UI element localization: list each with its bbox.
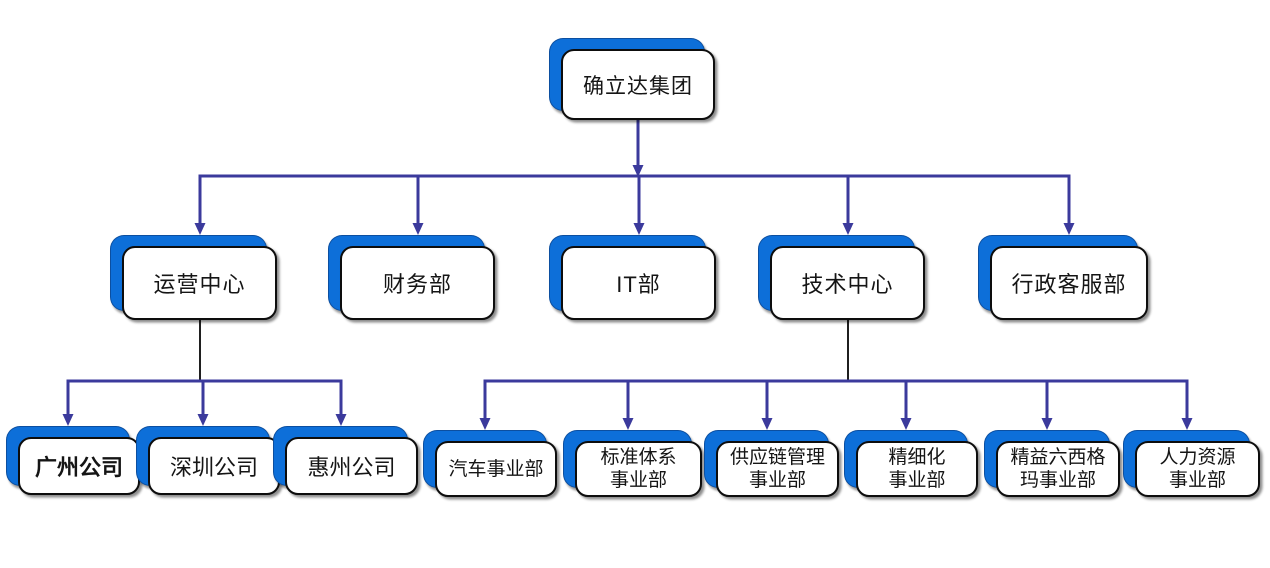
node-label: 确立达集团 (583, 74, 693, 98)
node-box: 确立达集团 (561, 49, 715, 120)
org-node-biaozhun: 标准体系 事业部 (563, 430, 702, 497)
node-box: 供应链管理 事业部 (716, 441, 839, 497)
node-label: 技术中心 (801, 272, 894, 297)
node-box: 运营中心 (122, 246, 277, 320)
org-node-renli: 人力资源 事业部 (1123, 430, 1260, 497)
node-label: 深圳公司 (169, 455, 258, 480)
node-box: 精益六西格 玛事业部 (996, 441, 1120, 497)
node-box: 深圳公司 (148, 437, 280, 495)
org-node-shenzhen: 深圳公司 (136, 426, 280, 495)
node-box: 惠州公司 (285, 437, 418, 495)
node-label: 人力资源 事业部 (1159, 447, 1236, 491)
org-node-jingyi: 精益六西格 玛事业部 (984, 430, 1120, 497)
org-node-caiwu: 财务部 (328, 235, 495, 320)
org-node-root: 确立达集团 (549, 38, 715, 120)
node-box: 精细化 事业部 (856, 441, 978, 497)
org-node-xingzheng: 行政客服部 (978, 235, 1148, 320)
node-box: 行政客服部 (990, 246, 1148, 320)
org-node-huizhou: 惠州公司 (273, 426, 418, 495)
node-box: 人力资源 事业部 (1135, 441, 1260, 497)
org-node-yunying: 运营中心 (110, 235, 277, 320)
node-box: 技术中心 (770, 246, 925, 320)
node-label: 行政客服部 (1011, 272, 1127, 297)
org-node-it: IT部 (549, 235, 716, 320)
node-label: 标准体系 事业部 (600, 447, 677, 491)
node-label: 汽车事业部 (448, 458, 544, 480)
node-label: 运营中心 (153, 272, 246, 297)
org-node-jishu: 技术中心 (758, 235, 925, 320)
org-node-guangzhou: 广州公司 (6, 426, 140, 495)
node-box: IT部 (561, 246, 716, 320)
org-node-jingxihua: 精细化 事业部 (844, 430, 978, 497)
node-label: 精细化 事业部 (888, 447, 946, 491)
node-box: 汽车事业部 (435, 441, 557, 497)
node-label: 惠州公司 (307, 455, 396, 480)
org-node-qiche: 汽车事业部 (423, 430, 557, 497)
node-box: 广州公司 (18, 437, 140, 495)
node-label: 供应链管理 事业部 (729, 447, 825, 491)
node-label: IT部 (616, 272, 661, 297)
node-label: 财务部 (382, 272, 452, 297)
node-box: 标准体系 事业部 (575, 441, 702, 497)
org-node-gongyinglian: 供应链管理 事业部 (704, 430, 839, 497)
node-box: 财务部 (340, 246, 495, 320)
node-label: 广州公司 (34, 455, 123, 480)
node-label: 精益六西格 玛事业部 (1010, 447, 1106, 491)
